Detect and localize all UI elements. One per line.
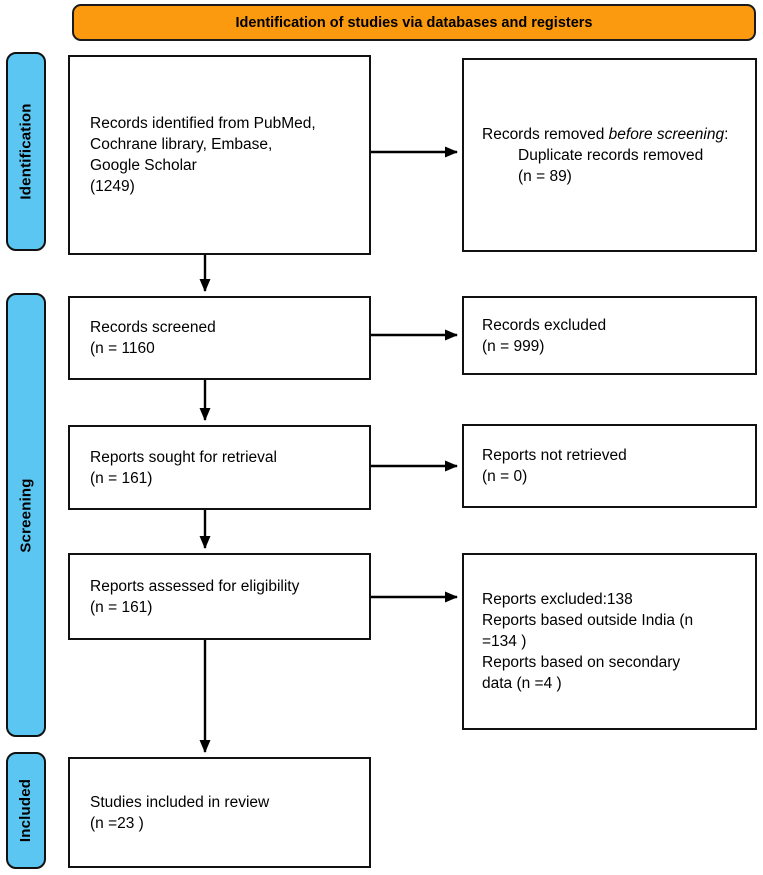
- box-reports-excluded-text: Reports excluded:138 Reports based outsi…: [482, 591, 694, 692]
- stage-label-screening-text: Screening: [17, 477, 35, 553]
- box-records-screened-text: Records screened (n = 1160: [90, 319, 216, 357]
- box-reports-excluded: Reports excluded:138 Reports based outsi…: [462, 553, 757, 730]
- records-removed-line2: Duplicate records removed: [518, 146, 704, 164]
- box-reports-sought: Reports sought for retrieval (n = 161): [68, 425, 371, 510]
- box-records-excluded-text: Records excluded (n = 999): [482, 316, 607, 355]
- box-studies-included: Studies included in review (n =23 ): [68, 757, 371, 868]
- box-records-screened: Records screened (n = 1160: [68, 296, 371, 380]
- box-studies-included-text: Studies included in review (n =23 ): [90, 793, 270, 832]
- records-removed-line1: Records removed before screening:: [482, 124, 747, 145]
- box-reports-not-retrieved-text: Reports not retrieved (n = 0): [482, 447, 627, 485]
- stage-label-identification-text: Identification: [17, 103, 35, 200]
- stage-label-included-text: Included: [17, 778, 35, 843]
- records-removed-line1-colon: :: [724, 125, 729, 143]
- box-records-excluded: Records excluded (n = 999): [462, 296, 757, 375]
- stage-label-identification: Identification: [6, 52, 46, 251]
- box-reports-assessed: Reports assessed for eligibility (n = 16…: [68, 553, 371, 640]
- box-records-identified-text: Records identified from PubMed, Cochrane…: [90, 115, 316, 195]
- records-removed-line3: (n = 89): [518, 167, 572, 185]
- records-removed-line1-normal: Records removed: [482, 125, 609, 143]
- box-reports-assessed-text: Reports assessed for eligibility (n = 16…: [90, 577, 300, 616]
- stage-label-screening: Screening: [6, 293, 46, 737]
- box-reports-sought-text: Reports sought for retrieval (n = 161): [90, 448, 277, 487]
- stage-label-included: Included: [6, 752, 46, 869]
- diagram-header: Identification of studies via databases …: [72, 4, 756, 41]
- box-records-identified: Records identified from PubMed, Cochrane…: [68, 55, 371, 255]
- records-removed-line1-italic: before screening: [608, 125, 725, 143]
- box-records-removed-before-screening: Records removed before screening: Duplic…: [462, 58, 757, 252]
- box-reports-not-retrieved: Reports not retrieved (n = 0): [462, 424, 757, 508]
- diagram-header-title: Identification of studies via databases …: [235, 14, 593, 31]
